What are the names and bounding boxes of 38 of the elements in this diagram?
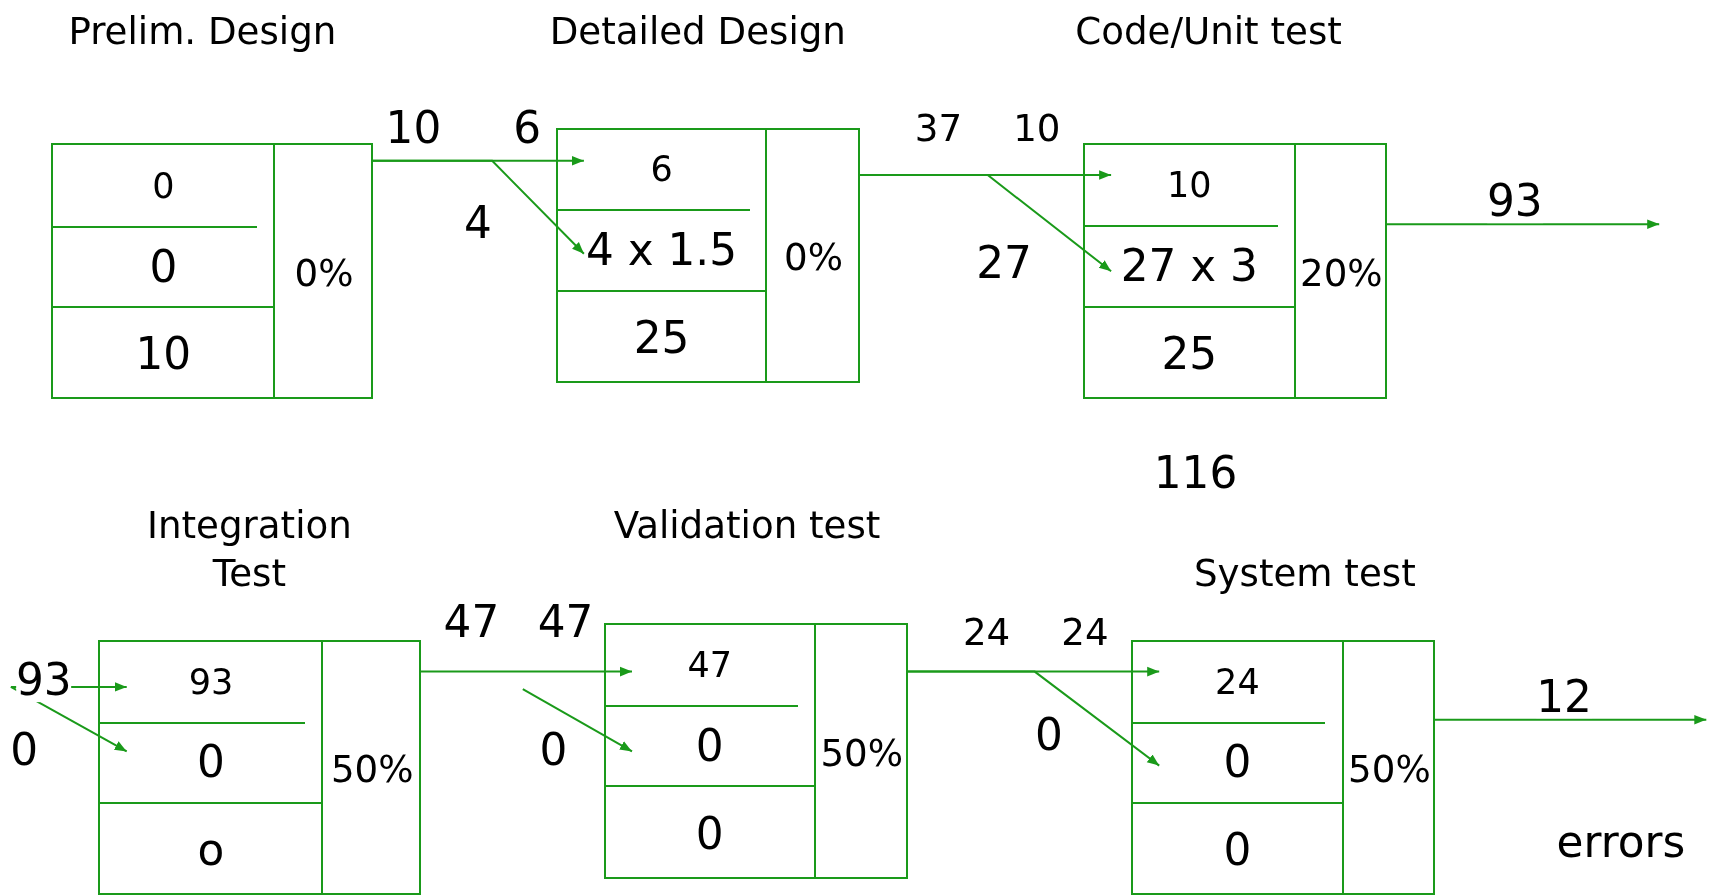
edge-label: 93 <box>15 658 72 703</box>
stage-title: Validation test <box>612 501 882 549</box>
cell-value: 27 x 3 <box>1084 225 1294 307</box>
cell-value: 0 <box>1132 801 1342 895</box>
stage-title: Prelim. Design <box>67 7 338 55</box>
cell-value: 0 <box>53 226 274 307</box>
cell-value: o <box>100 801 322 895</box>
cell-value: 0 <box>100 721 322 802</box>
cell-value: 0% <box>273 145 375 402</box>
cell-value: 0 <box>605 785 814 882</box>
cell-value: 0% <box>765 129 862 385</box>
cell-value: 0 <box>53 145 274 227</box>
cell-value: 50% <box>321 641 424 895</box>
cell-value: 50% <box>1341 641 1437 895</box>
arrow <box>521 688 633 753</box>
stage-title: System test <box>1192 550 1417 598</box>
cell-value: 25 <box>557 289 766 385</box>
stage-title: Detailed Design <box>548 7 847 55</box>
cell-value: 24 <box>1132 641 1342 722</box>
cell-value: 0 <box>605 705 814 786</box>
cell-value: 93 <box>100 641 322 722</box>
cell-value: 6 <box>557 129 766 209</box>
cell-value: 20% <box>1293 145 1389 402</box>
arrow <box>857 174 1113 273</box>
stage-title: Integration Test <box>145 501 353 598</box>
cell-value: 10 <box>1084 145 1294 226</box>
arrow <box>419 666 633 677</box>
arrow <box>1384 219 1661 229</box>
arrow <box>370 159 585 255</box>
cell-value: 47 <box>605 625 814 706</box>
arrow <box>1432 714 1708 725</box>
cell-value: 0 <box>1132 721 1342 802</box>
cell-value: 4 x 1.5 <box>557 208 766 290</box>
cell-value: 50% <box>813 625 910 882</box>
arrow <box>905 670 1161 767</box>
cell-value: 10 <box>53 306 274 402</box>
stage-title: Code/Unit test <box>1074 7 1343 55</box>
cell-value: 25 <box>1084 306 1294 402</box>
